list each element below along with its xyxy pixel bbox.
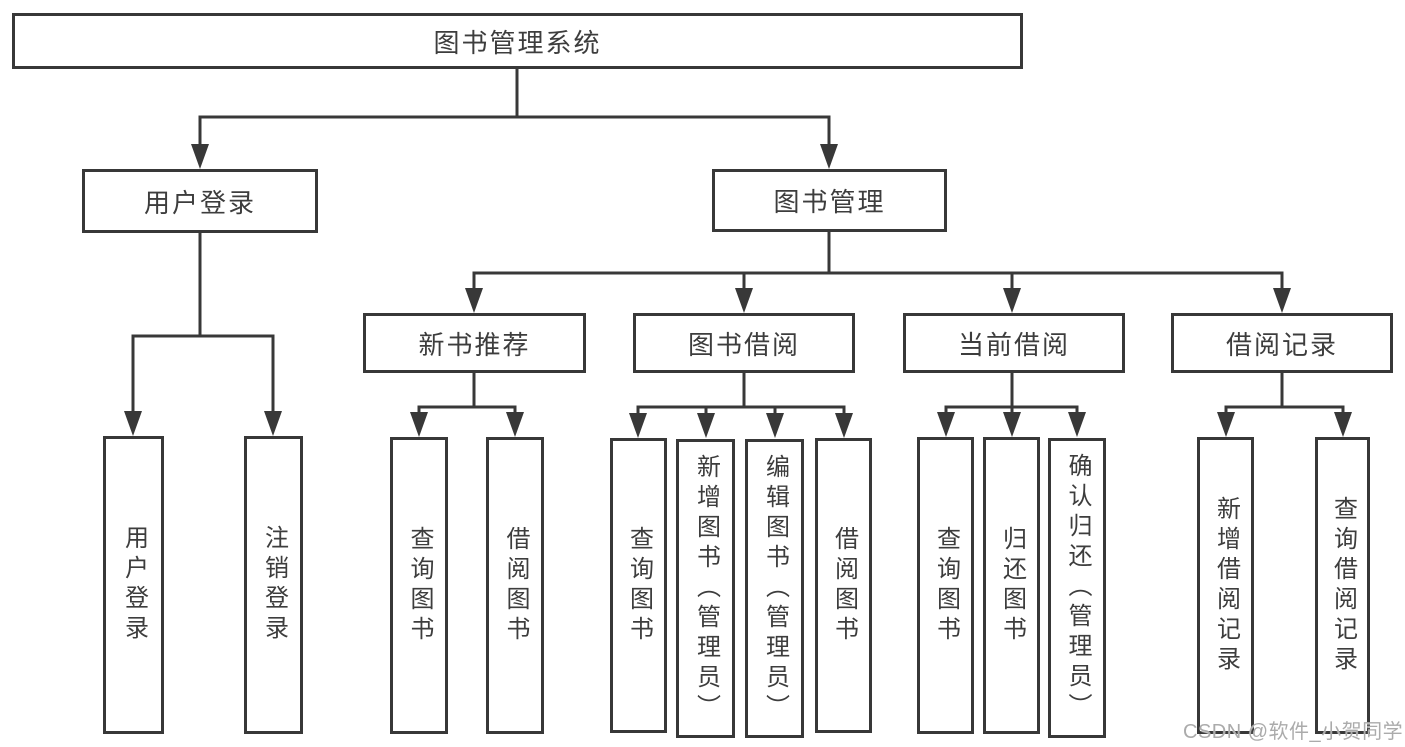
leaf-logout: 注销登录 <box>244 436 303 734</box>
node-user-login: 用户登录 <box>82 169 318 233</box>
node-new-book-recommend-label: 新书推荐 <box>418 329 531 360</box>
leaf-add-borrow-record: 新增借阅记录 <box>1197 437 1254 734</box>
leaf-query-books-borrow: 查询图书 <box>610 438 667 733</box>
leaf-user-login: 用户登录 <box>103 436 164 734</box>
node-book-borrowing-label: 图书借阅 <box>687 329 800 360</box>
leaf-return-book-label: 归还图书 <box>998 525 1026 646</box>
leaf-query-books-recommend-label: 查询图书 <box>406 525 433 646</box>
leaf-query-borrow-record: 查询借阅记录 <box>1315 437 1370 734</box>
leaf-add-book-admin: 新增图书（管理员） <box>676 439 735 738</box>
leaf-user-login-label: 用户登录 <box>120 525 148 645</box>
leaf-query-books-current: 查询图书 <box>917 437 974 734</box>
leaf-edit-book-admin: 编辑图书（管理员） <box>745 439 804 738</box>
node-borrowing-records-label: 借阅记录 <box>1225 329 1338 360</box>
leaf-query-borrow-record-label: 查询借阅记录 <box>1329 495 1357 676</box>
leaf-edit-book-admin-label: 编辑图书（管理员） <box>761 453 789 724</box>
leaf-borrow-books-recommend-label: 借阅图书 <box>502 525 529 646</box>
leaf-return-book: 归还图书 <box>983 437 1040 734</box>
leaf-query-books-borrow-label: 查询图书 <box>625 525 653 646</box>
watermark-text: CSDN @软件_小贺同学 <box>1183 721 1404 743</box>
node-library-management-system: 图书管理系统 <box>12 13 1023 69</box>
node-borrowing-records: 借阅记录 <box>1171 313 1393 373</box>
node-new-book-recommend: 新书推荐 <box>363 313 586 373</box>
leaf-borrow-books-recommend: 借阅图书 <box>486 437 544 734</box>
leaf-query-books-recommend: 查询图书 <box>390 437 448 734</box>
leaf-query-books-current-label: 查询图书 <box>932 525 960 646</box>
node-library-management-system-label: 图书管理系统 <box>433 27 602 58</box>
leaf-confirm-return-admin-label: 确认归还（管理员） <box>1064 453 1091 723</box>
leaf-logout-label: 注销登录 <box>260 525 288 645</box>
leaf-borrow-books-borrow: 借阅图书 <box>815 438 872 733</box>
node-current-borrowing: 当前借阅 <box>903 313 1125 373</box>
leaf-add-borrow-record-label: 新增借阅记录 <box>1212 495 1240 676</box>
node-book-borrowing: 图书借阅 <box>633 313 855 373</box>
leaf-borrow-books-borrow-label: 借阅图书 <box>830 525 858 646</box>
node-current-borrowing-label: 当前借阅 <box>957 329 1070 360</box>
node-book-management-label: 图书管理 <box>773 187 886 217</box>
node-user-login-label: 用户登录 <box>143 187 256 218</box>
leaf-confirm-return-admin: 确认归还（管理员） <box>1048 438 1106 738</box>
leaf-add-book-admin-label: 新增图书（管理员） <box>692 453 720 724</box>
node-book-management: 图书管理 <box>712 169 947 232</box>
